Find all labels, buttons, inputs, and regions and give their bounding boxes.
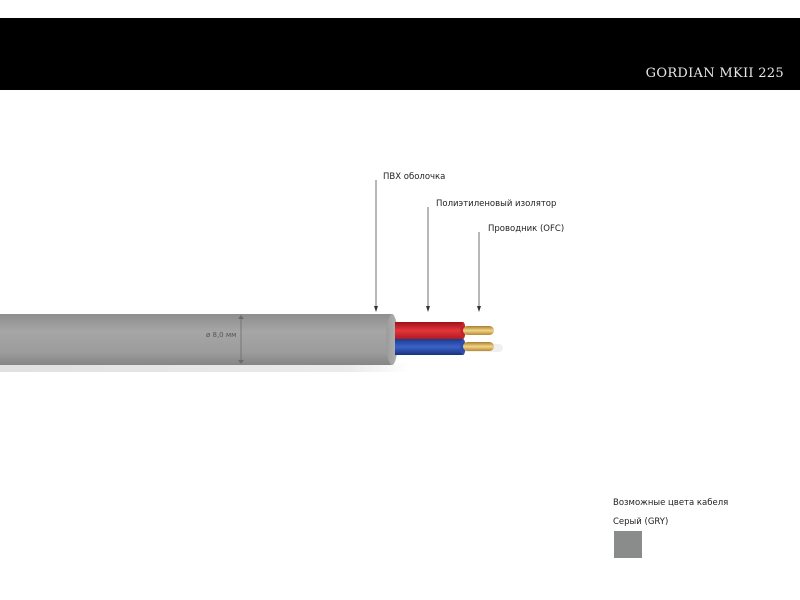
callout-label-insulator: Полиэтиленовый изолятор bbox=[436, 199, 557, 209]
callout-leaders bbox=[375, 180, 480, 309]
pvc-jacket bbox=[0, 314, 392, 365]
product-title: GORDIAN MKII 225 bbox=[645, 66, 784, 81]
callout-arrow-conductor bbox=[477, 306, 481, 312]
available-colors-title: Возможные цвета кабеля bbox=[613, 498, 729, 508]
blue-insulator bbox=[395, 339, 463, 355]
red-insulator bbox=[395, 322, 463, 339]
callout-label-jacket: ПВХ оболочка bbox=[383, 172, 446, 182]
callout-arrow-insulator bbox=[426, 306, 430, 312]
color-option-label: Серый (GRY) bbox=[613, 517, 669, 527]
diameter-arrow-bottom bbox=[238, 360, 244, 364]
callout-arrows bbox=[374, 306, 481, 312]
header-bar: GORDIAN MKII 225 bbox=[0, 18, 800, 90]
callout-label-conductor: Проводник (OFC) bbox=[488, 224, 565, 234]
color-swatch-gray[interactable] bbox=[614, 531, 642, 558]
conductor-top bbox=[463, 326, 494, 335]
blue-insulator-end bbox=[460, 339, 466, 355]
cable-shadow bbox=[0, 363, 410, 372]
callout-arrow-jacket bbox=[374, 306, 378, 312]
diameter-label: ø 8,0 мм bbox=[206, 331, 237, 339]
diameter-arrow-top bbox=[238, 315, 244, 319]
conductor-bottom bbox=[463, 342, 494, 351]
